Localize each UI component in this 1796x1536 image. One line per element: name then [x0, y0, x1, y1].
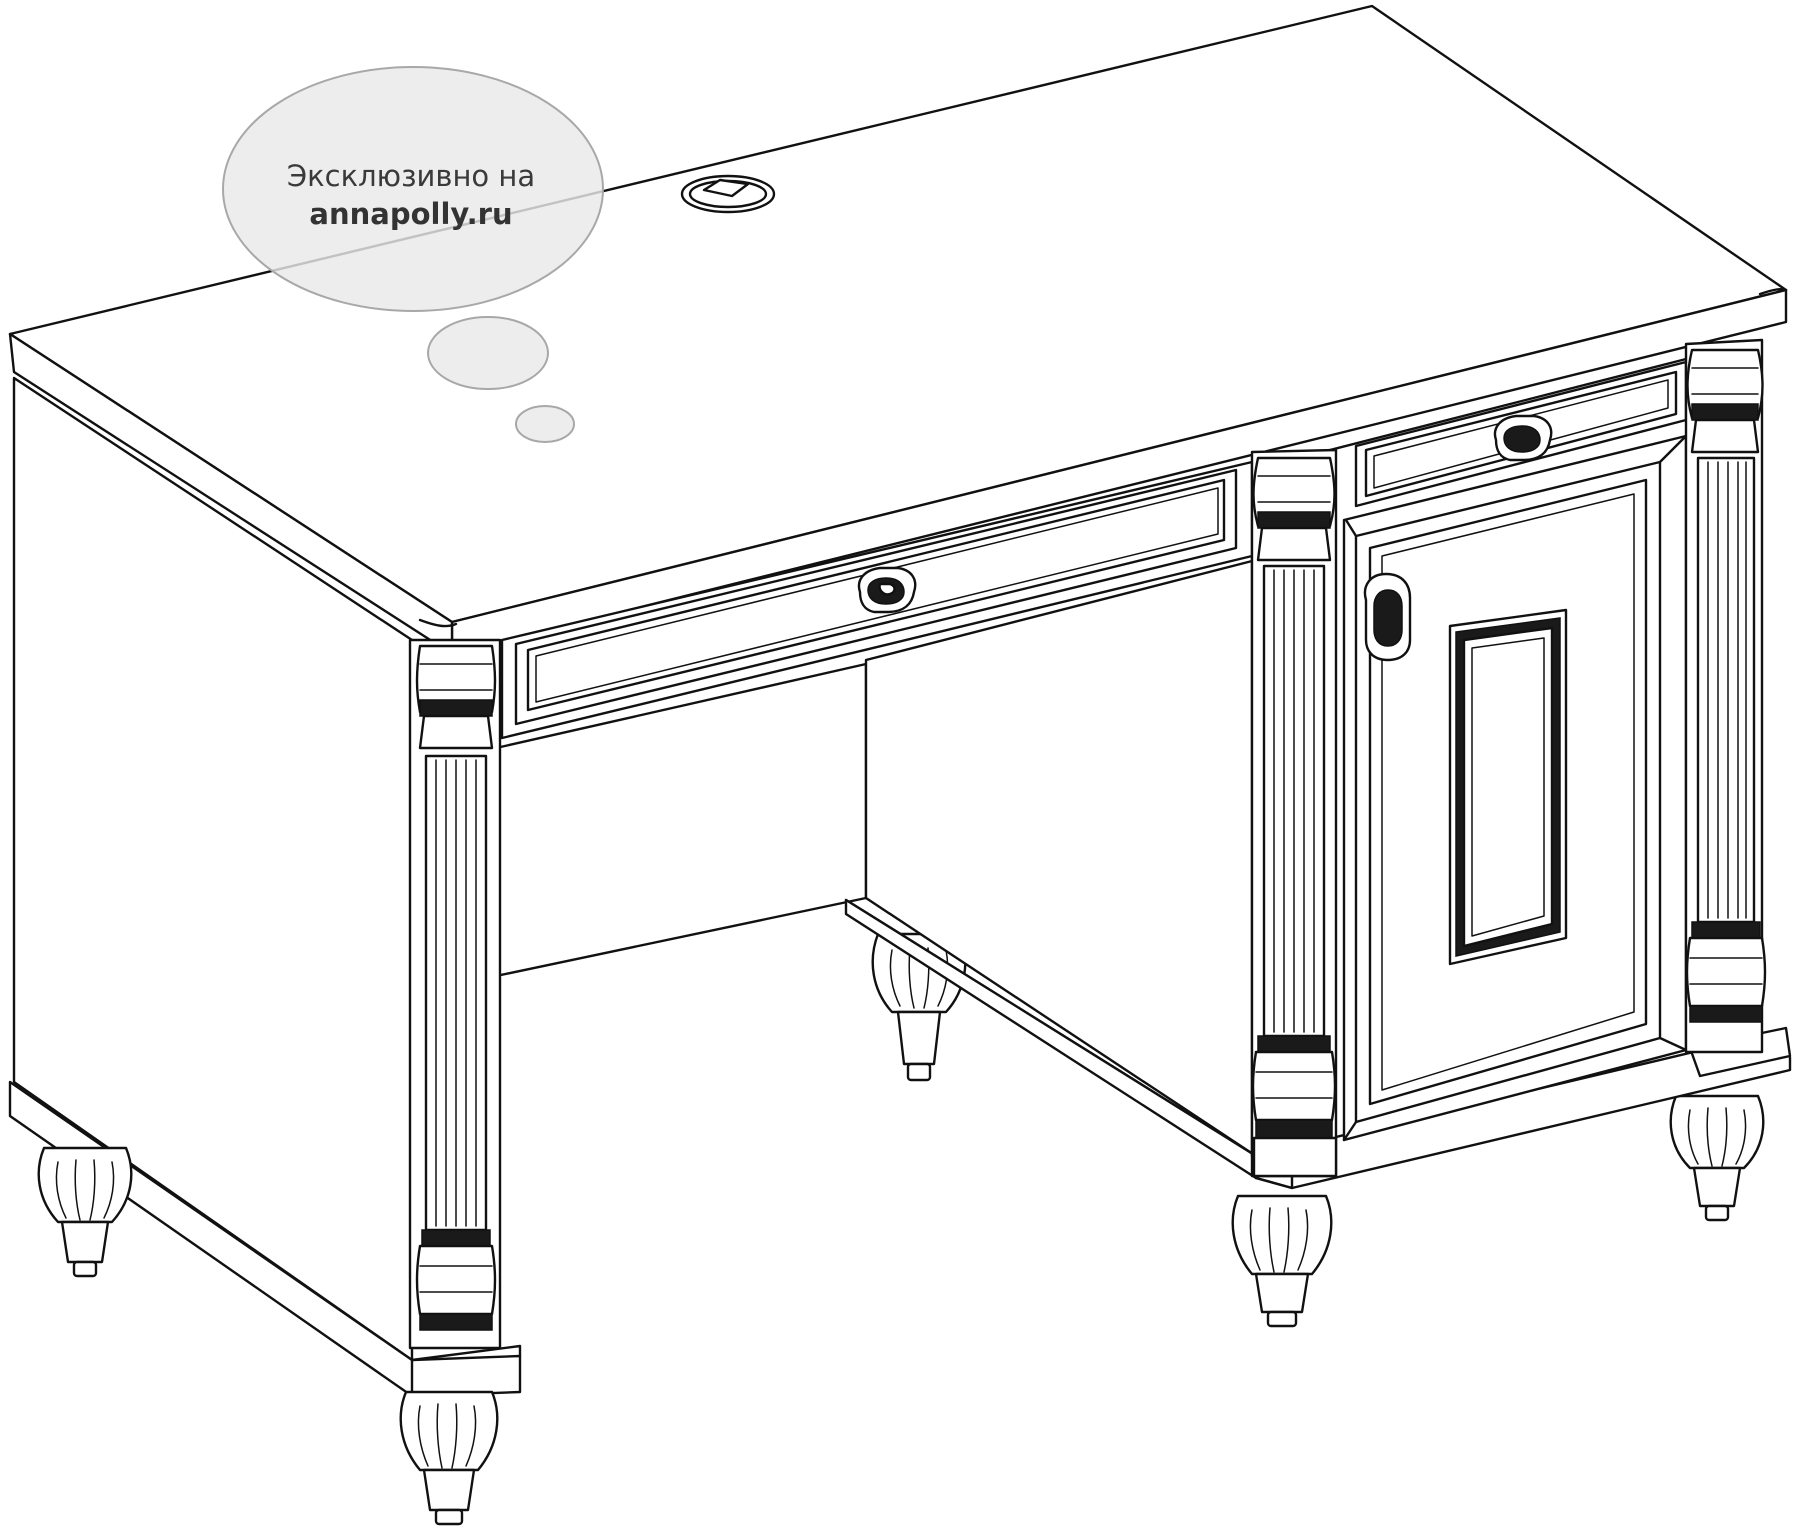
center-drawer-handle: [857, 566, 917, 614]
watermark-line-1: Эксклюзивно на: [287, 159, 535, 193]
table-top: [8, 4, 1788, 656]
right-column: [1684, 338, 1767, 1054]
middle-column: [1250, 448, 1338, 1178]
watermark-bubble-medium: [427, 316, 549, 390]
right-door: [1342, 434, 1688, 1142]
watermark-bubble-small: [515, 405, 575, 443]
front-middle-leg: [1231, 1194, 1333, 1328]
left-side-panel: [8, 376, 522, 1398]
watermark: Эксклюзивно на annapolly.ru: [222, 66, 604, 443]
rear-left-leg: [37, 1146, 133, 1278]
left-column: [408, 638, 502, 1350]
watermark-line-2: annapolly.ru: [309, 197, 512, 231]
watermark-bubble-large: [222, 66, 604, 312]
cable-grommet: [680, 174, 776, 214]
door-handle: [1363, 572, 1412, 662]
back-left-leg: [871, 932, 967, 1082]
front-left-leg: [399, 1390, 499, 1526]
kneehole: [494, 558, 1258, 1180]
right-drawer-handle: [1493, 414, 1553, 462]
back-right-leg: [1669, 1094, 1765, 1222]
